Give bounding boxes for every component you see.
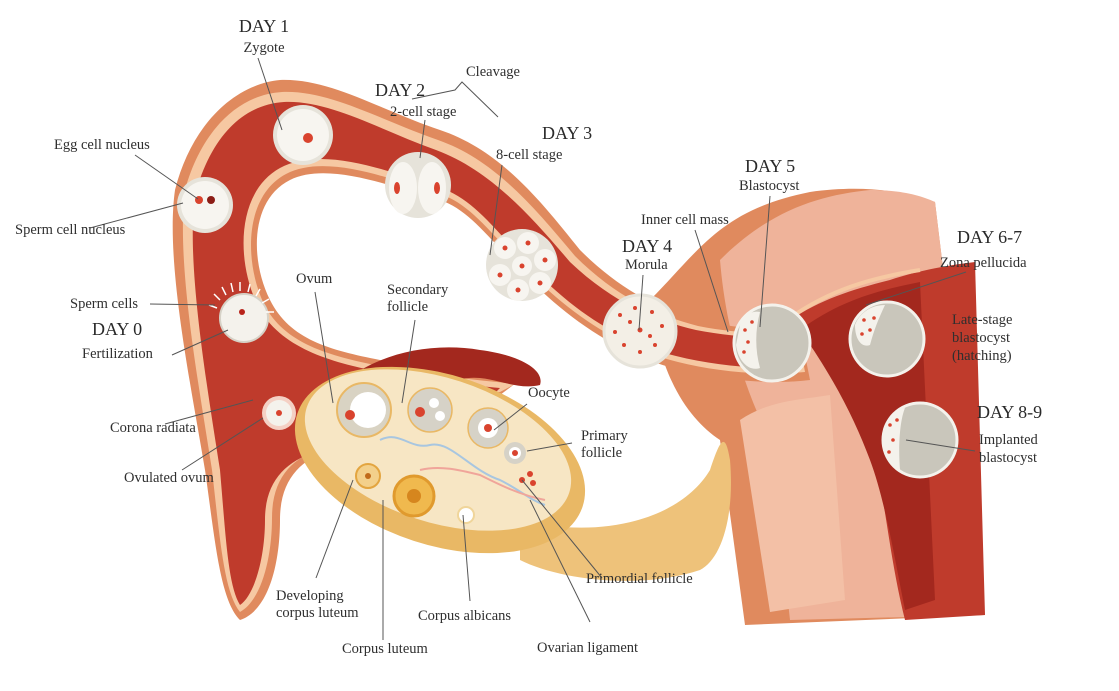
sperm-cells-label: Sperm cells	[70, 296, 139, 312]
fallopian-tube	[172, 79, 810, 620]
ovum-label: Ovum	[296, 271, 333, 287]
ovary	[294, 366, 586, 554]
primary-follicle-shape	[504, 442, 526, 464]
leader-zygote	[257, 57, 283, 131]
fertilization-cell	[208, 282, 274, 343]
hatching-blastocyst-cell	[848, 300, 926, 378]
day1-title: DAY 1	[238, 16, 290, 36]
leader-implanted	[905, 439, 976, 452]
leader-secondary	[401, 319, 416, 404]
leader-zona	[865, 271, 967, 306]
sperm-cell-nucleus-label: Sperm cell nucleus	[15, 222, 126, 238]
leader-sperm-cells	[149, 303, 216, 306]
eight-cell-stage	[486, 229, 558, 301]
leader-8cell	[489, 164, 503, 256]
developing-corpus-luteum-label-1: Developing	[276, 588, 344, 604]
leader-2cell	[419, 119, 426, 159]
day4-label: Morula	[625, 257, 668, 273]
corpus-albicans-label: Corpus albicans	[418, 608, 512, 624]
day3-title: DAY 3	[542, 123, 593, 143]
leader-lines	[89, 57, 976, 640]
implanted-blastocyst-cell	[881, 401, 959, 479]
ovulated-ovum-cell	[262, 396, 296, 430]
blastocyst-cell	[732, 303, 812, 383]
day5-label: Blastocyst	[739, 178, 800, 194]
leader-cleavage	[411, 81, 499, 118]
cells	[177, 105, 959, 479]
corona-radiata-label: Corona radiata	[110, 420, 196, 436]
day0-title: DAY 0	[92, 319, 143, 339]
day4-title: DAY 4	[622, 236, 673, 256]
day3-label: 8-cell stage	[496, 147, 563, 163]
day89-label-1: Implanted	[979, 432, 1038, 448]
developing-corpus-luteum-label-2: corpus luteum	[276, 605, 359, 621]
leader-primordial	[521, 479, 603, 579]
secondary-follicle-label-1: Secondary	[387, 282, 449, 298]
ovum-follicle	[336, 382, 392, 438]
day2-title: DAY 2	[375, 80, 426, 100]
ovarian-ligament-shape	[520, 441, 731, 581]
egg-cell-nucleus-label: Egg cell nucleus	[54, 137, 150, 153]
uterus-cavity	[740, 395, 845, 612]
ovulated-ovum-label: Ovulated ovum	[124, 470, 214, 486]
leader-corona	[164, 399, 254, 425]
inner-cell-mass-label: Inner cell mass	[641, 212, 729, 228]
pronuclei-cell	[177, 177, 233, 233]
leader-sperm-nucleus	[89, 202, 184, 229]
day89-title: DAY 8-9	[977, 402, 1043, 422]
day0-label: Fertilization	[82, 346, 153, 362]
leader-ovulated	[181, 417, 264, 471]
oocyte-follicle	[467, 407, 509, 449]
developing-corpus-luteum-shape	[355, 463, 381, 489]
day2-label: 2-cell stage	[390, 104, 457, 120]
day67-label: Zona pellucida	[940, 255, 1027, 271]
corpus-luteum-label: Corpus luteum	[342, 641, 428, 657]
leader-primary	[526, 442, 573, 452]
leader-oocyte	[493, 403, 528, 431]
endometrium-rim	[788, 268, 921, 320]
late-stage-label-3: (hatching)	[952, 348, 1012, 364]
secondary-follicle-label-2: follicle	[387, 299, 429, 315]
cleavage-label: Cleavage	[466, 64, 520, 80]
leader-ovum	[314, 291, 334, 404]
corpus-albicans-shape	[457, 506, 475, 524]
oocyte-label: Oocyte	[528, 385, 570, 401]
secondary-follicle-shape	[407, 387, 453, 433]
morula-cell	[602, 293, 678, 369]
leader-morula	[638, 274, 644, 331]
two-cell-stage	[385, 152, 451, 218]
day67-title: DAY 6-7	[957, 227, 1023, 247]
primary-follicle-label-1: Primary	[581, 428, 628, 444]
ovarian-ligament-label: Ovarian ligament	[537, 640, 639, 656]
leader-blastocyst	[759, 195, 771, 328]
day5-title: DAY 5	[745, 156, 796, 176]
tube-lumen	[192, 101, 801, 605]
leader-fertilization	[171, 329, 229, 356]
late-stage-label-2: blastocyst	[952, 330, 1010, 346]
leader-egg-nucleus	[134, 154, 199, 200]
leader-corpus-albicans	[462, 514, 471, 602]
leader-ligament	[529, 499, 591, 623]
primary-follicle-label-2: follicle	[581, 445, 623, 461]
zygote-cell	[273, 105, 333, 165]
day89-label-2: blastocyst	[979, 450, 1037, 466]
ovary-vessel-pink	[419, 466, 546, 501]
late-stage-label-1: Late-stage	[952, 312, 1013, 328]
leader-developing-cl	[315, 479, 354, 579]
day1-label: Zygote	[243, 40, 285, 56]
leader-inner-cell-mass	[694, 229, 729, 333]
primordial-follicle-label: Primordial follicle	[586, 571, 693, 587]
corpus-luteum-shape	[392, 474, 436, 518]
